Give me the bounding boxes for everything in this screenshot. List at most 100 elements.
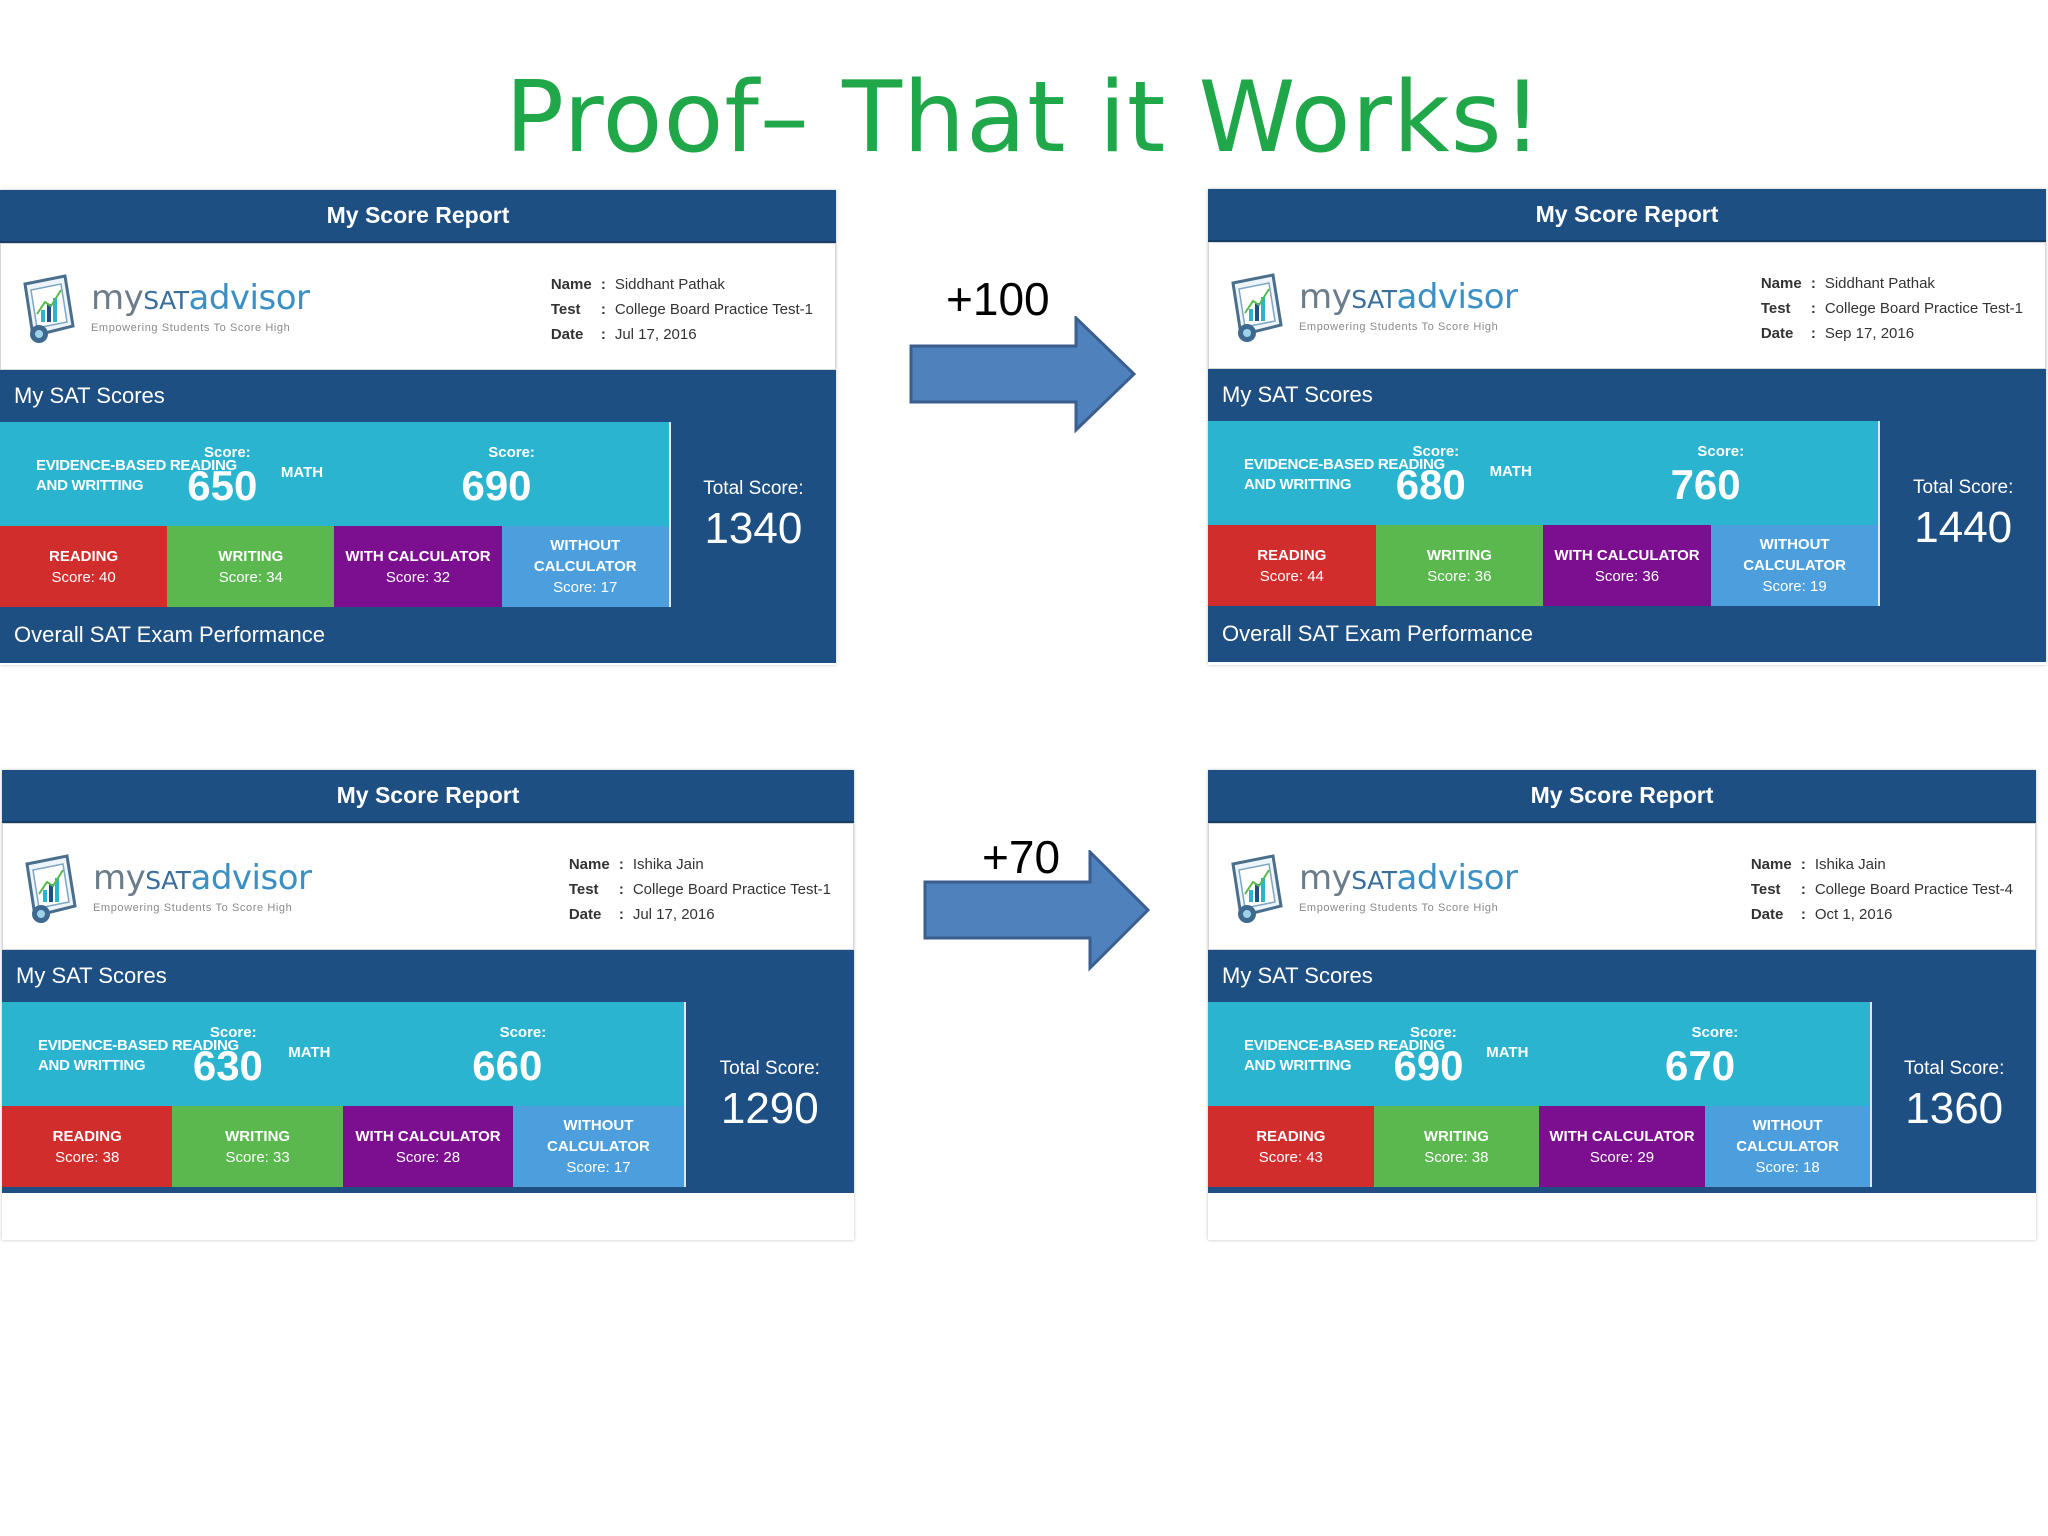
improvement-delta-ishika: +70 [982,831,1061,883]
overall-performance-header [2,1187,854,1193]
total-score-caption: Total Score: [703,478,804,499]
brand-logo: mySATadvisor Empowering Students To Scor… [1227,273,1577,353]
test-name: College Board Practice Test-1 [614,301,813,318]
date-key: Date [1750,906,1784,923]
student-meta: Name:Ishika Jain Test:College Board Prac… [1751,852,2013,927]
ebrw-score-caption: Score: [203,444,251,461]
test-date: Oct 1, 2016 [1814,906,1893,923]
math-score-caption: Score: [499,1024,547,1041]
total-score-panel: Total Score: 1340 [668,422,836,607]
total-score-caption: Total Score: [1913,477,2014,498]
sat-advisor-logo-icon [23,274,75,343]
brand-tagline: Empowering Students To Score High [93,902,293,914]
sat-advisor-logo-icon [1231,854,1283,923]
total-score-caption: Total Score: [1904,1058,2005,1079]
total-score-panel: Total Score: 1360 [1870,1002,2036,1187]
total-score: 1290 [720,1084,819,1133]
report-info-panel: mySATadvisor Empowering Students To Scor… [1208,823,2036,950]
report-header: My Score Report [2,770,854,823]
test-key: Test [550,301,581,318]
brand-tagline: Empowering Students To Score High [1299,902,1499,914]
brand-logo: mySATadvisor Empowering Students To Scor… [19,274,369,354]
test-key: Test [1750,881,1781,898]
overall-performance-header: Overall SAT Exam Performance [1208,606,2046,662]
ebrw-score: 630 [192,1042,263,1089]
test-date: Jul 17, 2016 [614,326,697,343]
scores-section-header: My SAT Scores [2,950,854,1002]
student-meta: Name:Siddhant Pathak Test:College Board … [551,272,813,347]
math-label: MATH [1489,463,1532,480]
test-key: Test [1760,300,1791,317]
brand-name: mySATadvisor [91,278,310,318]
score-report-siddhant-before: My Score Report mySATadvisor Empowering … [0,190,836,665]
overall-performance-header [1208,1187,2036,1193]
ebrw-score-caption: Score: [1412,443,1460,460]
student-name: Ishika Jain [632,856,704,873]
math-score: 670 [1665,1042,1736,1089]
ebrw-score-caption: Score: [1410,1024,1457,1041]
right-arrow-icon [923,850,1151,972]
student-name: Ishika Jain [1814,856,1886,873]
math-score: 660 [472,1042,543,1089]
total-score: 1440 [1914,503,2013,552]
brand-logo: mySATadvisor Empowering Students To Scor… [21,854,371,934]
date-key: Date [550,326,584,343]
math-score-caption: Score: [1697,443,1745,460]
score-report-ishika-after: My Score Report mySATadvisor Empowering … [1208,770,2036,1240]
math-label: MATH [280,464,324,481]
brand-tagline: Empowering Students To Score High [91,322,291,334]
total-score: 1340 [704,504,803,553]
test-date: Sep 17, 2016 [1824,325,1915,342]
student-meta: Name:Ishika Jain Test:College Board Prac… [569,852,831,927]
right-arrow-icon [909,316,1137,434]
math-score-caption: Score: [1691,1024,1739,1041]
report-header: My Score Report [1208,189,2046,242]
scores-section-header: My SAT Scores [0,370,836,422]
total-score: 1360 [1905,1084,2004,1133]
student-name: Siddhant Pathak [614,276,725,293]
brand-logo: mySATadvisor Empowering Students To Scor… [1227,854,1577,934]
ebrw-score: 690 [1393,1042,1464,1089]
test-name: College Board Practice Test-1 [1824,300,2023,317]
scores-section-header: My SAT Scores [1208,950,2036,1002]
name-key: Name [1760,275,1802,292]
report-info-panel: mySATadvisor Empowering Students To Scor… [2,823,854,950]
student-name: Siddhant Pathak [1824,275,1935,292]
student-meta: Name:Siddhant Pathak Test:College Board … [1761,271,2023,346]
brand-name: mySATadvisor [93,858,312,898]
ebrw-score-caption: Score: [209,1024,257,1041]
test-name: College Board Practice Test-1 [632,881,831,898]
name-key: Name [1750,856,1792,873]
total-score-panel: Total Score: 1290 [683,1002,854,1187]
test-date: Jul 17, 2016 [632,906,715,923]
improvement-delta-siddhant: +100 [946,273,1050,325]
math-score: 760 [1670,461,1741,508]
date-key: Date [1760,325,1794,342]
math-label: MATH [1486,1044,1529,1061]
